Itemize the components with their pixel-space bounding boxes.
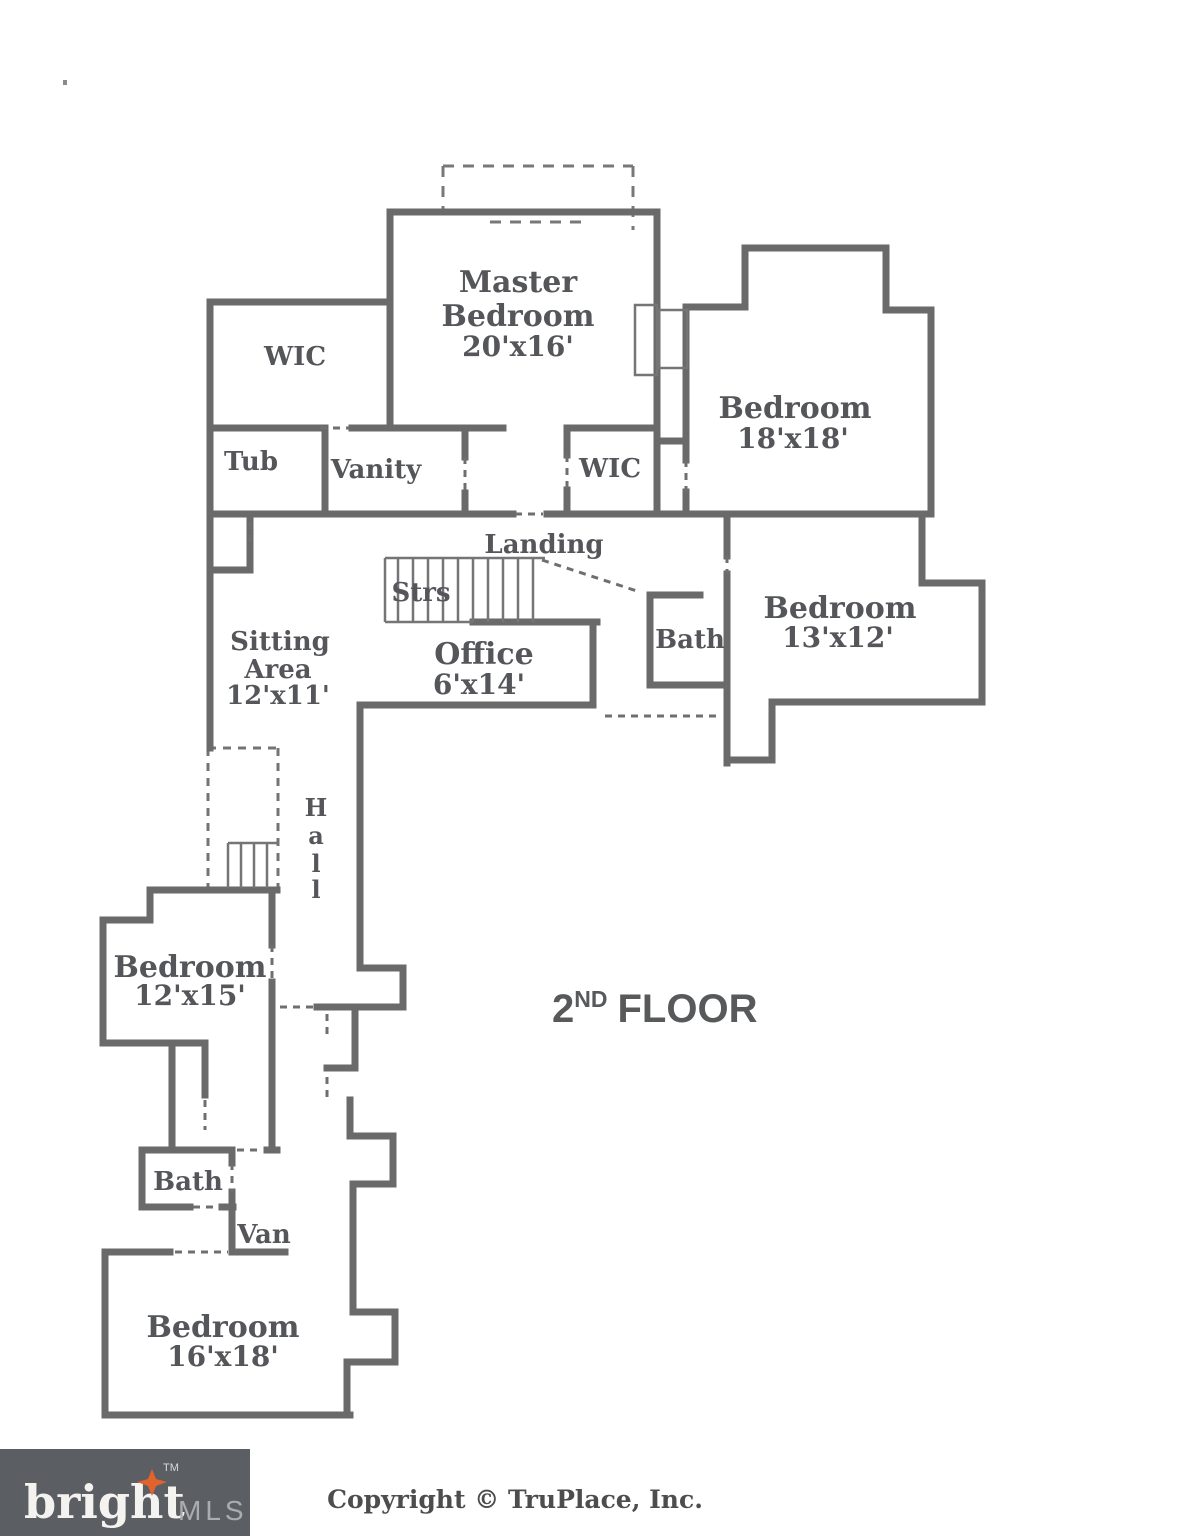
hall-letter-3: l [311,849,320,878]
tub-label: Tub [224,447,278,477]
small-stair-treads [226,841,278,888]
wic-center-label: WIC [578,454,641,484]
master-bedroom-label-line2: Bedroom [442,299,595,334]
master-bedroom-dims: 20'x16' [462,330,574,363]
sitting-area-dims: 12'x11' [226,681,330,711]
office-dims: 6'x14' [433,668,525,701]
fireplace-boxes [633,303,689,377]
walls-lower [99,886,399,1419]
main-staircase [383,556,545,624]
walls-middle [313,510,986,1312]
bath-upper-label: Bath [655,625,725,655]
bedroom-e-dims: 13'x12' [782,621,894,654]
vanity-label: Vanity [330,455,422,485]
sitting-area-dashed-boundary [206,746,280,888]
bedroom-ne-dims: 18'x18' [737,422,849,455]
bedroom-e-label: Bedroom [764,591,917,626]
office-label: Office [434,637,534,672]
sitting-area-label-line2: Area [243,655,311,685]
scan-artifact-dot [63,80,67,85]
landing-label: Landing [484,530,603,560]
bedroom-w-dims: 12'x15' [134,979,246,1012]
bright-mls-logo: bright TM MLS [0,1449,250,1536]
logo-tm-text: TM [163,1462,179,1474]
floor-title-ordinal: ND [574,986,607,1012]
room-labels: Master Bedroom 20'x16' WIC Bedroom 18'x1… [114,265,917,1373]
hall-letter-1: H [305,793,328,822]
hall-label: H a l l [305,793,328,904]
floor-title-word: FLOOR [617,987,757,1031]
master-bedroom-label-line1: Master [459,265,578,300]
walls [99,208,986,1419]
stairs-label: Strs [391,578,450,608]
van-label: Van [236,1220,291,1250]
hall-letter-4: l [311,875,320,904]
floor-title-number: 2 [552,987,574,1031]
floor-title: 2ND FLOOR [552,986,758,1031]
logo-star-icon [137,1469,167,1496]
landing-rail-dashes [541,558,720,718]
sitting-area-label-line1: Sitting [230,627,330,657]
bedroom-w-label: Bedroom [114,950,267,985]
bedroom-ne-label: Bedroom [719,391,872,426]
bedroom-sw-label: Bedroom [147,1310,300,1345]
deck-dashed-outline [441,164,635,230]
bath-lower-label: Bath [153,1167,223,1197]
bedroom-sw-dims: 16'x18' [167,1340,279,1373]
logo-mls-text: MLS [178,1495,248,1526]
copyright-text: Copyright © TruPlace, Inc. [327,1485,703,1514]
stair-treads [396,558,535,622]
hall-letter-2: a [308,821,324,850]
logo-background [0,1449,250,1536]
wic-upper-left-label: WIC [263,342,326,372]
door-openings [175,426,729,1254]
